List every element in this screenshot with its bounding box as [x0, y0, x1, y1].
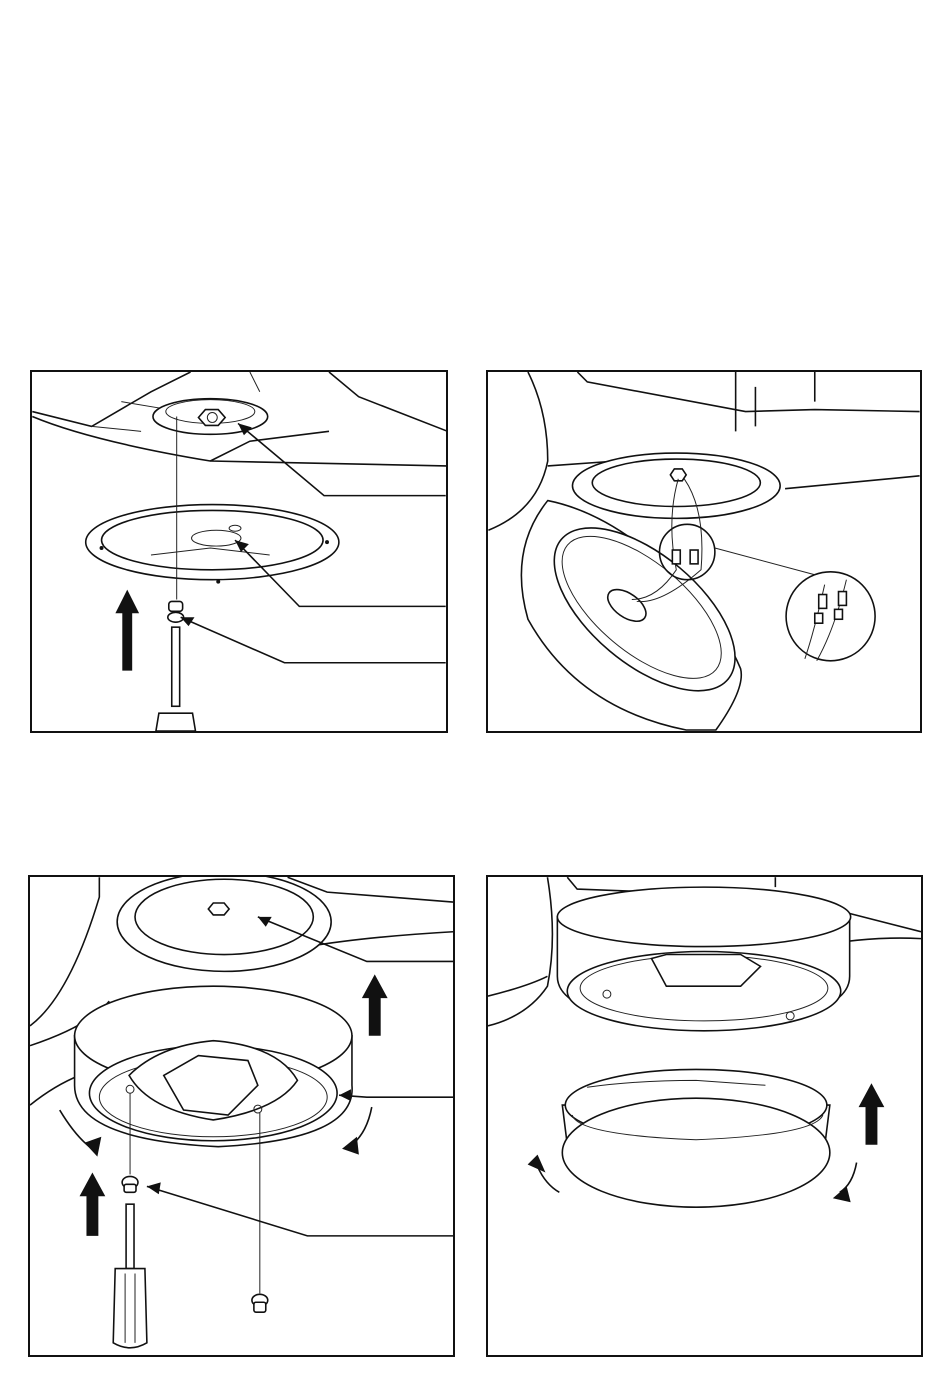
screwdriver-icon — [113, 1204, 147, 1348]
panel-3-illustration — [30, 877, 453, 1355]
plate-dot — [325, 540, 329, 544]
screwdriver-icon — [156, 627, 196, 731]
rotate-arrowhead — [833, 1186, 851, 1202]
leader-arrowhead — [147, 1182, 161, 1194]
ceiling-edge — [577, 372, 919, 412]
housing-opening — [651, 954, 760, 986]
ceiling-detail — [736, 372, 815, 431]
panel-3-housing-mount — [28, 875, 455, 1357]
blade-edge — [488, 877, 552, 1026]
blade-edge — [210, 431, 329, 461]
screw-icon — [168, 601, 184, 622]
wire-connector — [672, 550, 680, 564]
rotate-arrowhead — [528, 1155, 546, 1173]
rotate-arrow-icon — [840, 1163, 857, 1193]
up-arrow-icon — [80, 1172, 106, 1235]
panel-2-illustration — [488, 372, 920, 731]
panel-4-illustration — [488, 877, 921, 1355]
panel-4-glass-shade — [486, 875, 923, 1357]
plate-dot — [100, 546, 104, 550]
blade-edge — [30, 877, 99, 1026]
blade-edge — [845, 938, 921, 942]
light-housing-top — [557, 887, 850, 946]
blade-edge — [307, 932, 453, 947]
hub-nut — [198, 410, 225, 426]
leader-line — [181, 617, 446, 662]
blade-edge — [488, 372, 547, 530]
leader-line — [339, 1095, 453, 1097]
rotate-arrowhead — [342, 1137, 359, 1155]
up-arrow-icon — [859, 1083, 885, 1144]
rotate-arrow-icon — [60, 1110, 90, 1147]
mounting-plate — [117, 877, 331, 971]
wire-connector — [690, 550, 698, 564]
glass-shade — [562, 1098, 830, 1207]
rotate-arrowhead — [84, 1137, 101, 1157]
detail-circle — [659, 524, 714, 579]
screw-icon — [252, 1294, 268, 1312]
hub-nut — [208, 903, 229, 915]
up-arrow-icon — [362, 974, 388, 1035]
panel-1-hub-plate — [30, 370, 448, 733]
panel-1-illustration — [32, 372, 446, 731]
plate-dot — [216, 580, 220, 584]
panel-2-wiring — [486, 370, 922, 733]
blade-edge — [329, 372, 446, 431]
leader-line — [238, 423, 446, 495]
screw-icon — [122, 1176, 138, 1192]
blade-edge — [785, 476, 920, 489]
leader-line — [147, 1186, 453, 1236]
mounting-plate — [86, 505, 339, 580]
detail-leader — [715, 548, 815, 575]
blade-edge — [488, 976, 547, 996]
up-arrow-icon — [115, 590, 139, 671]
blade-edge — [30, 1075, 80, 1105]
detail-magnifier — [786, 572, 875, 661]
